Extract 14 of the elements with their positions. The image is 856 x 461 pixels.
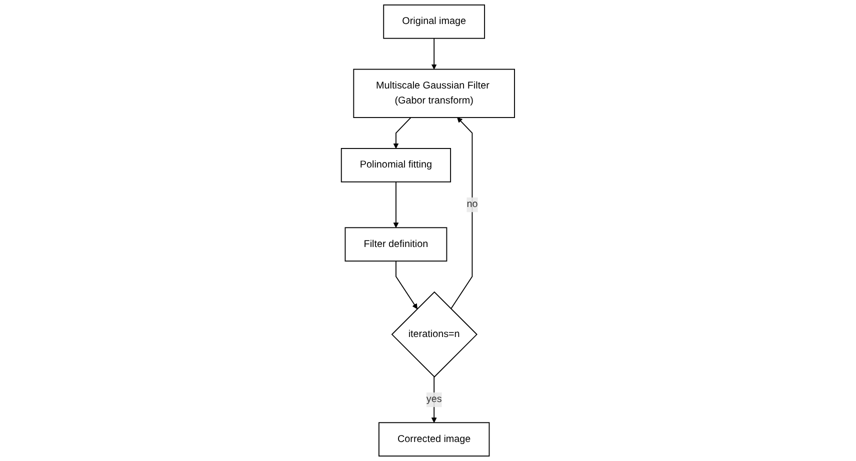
node-diamond: iterations=n <box>391 291 478 378</box>
node-box: Corrected image <box>378 422 490 457</box>
node-box: Multiscale Gaussian Filter (Gabor transform) <box>353 68 516 118</box>
edge-label: yes <box>426 394 442 405</box>
arrow <box>393 117 412 149</box>
node-box: Polinomial fitting <box>340 148 452 182</box>
node-box: Original image <box>383 4 486 39</box>
arrow <box>431 376 437 423</box>
node-box: Filter definition <box>344 227 448 262</box>
arrow <box>431 38 437 70</box>
arrow <box>393 181 399 228</box>
arrow <box>450 117 473 310</box>
arrow <box>396 260 418 310</box>
edge-label: no <box>466 199 478 210</box>
